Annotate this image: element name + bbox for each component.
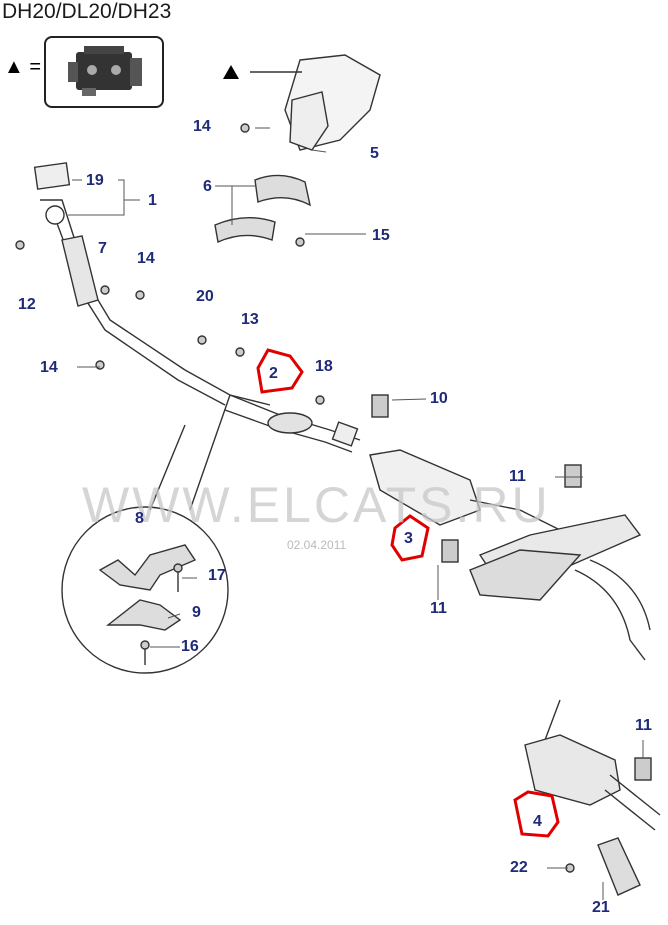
legend-triangle: ▲ (4, 56, 24, 78)
callout-14-top[interactable]: 14 (193, 118, 211, 135)
hanger-rubber (254, 174, 312, 207)
front-pipe (40, 199, 271, 406)
callout-21[interactable]: 21 (592, 899, 610, 916)
callout-9[interactable]: 9 (192, 604, 201, 621)
rear-silencer (524, 734, 621, 806)
mount-11a (564, 464, 582, 488)
highlight-2 (256, 348, 304, 394)
watermark-date: 02.04.2011 (287, 538, 347, 552)
highlight-3 (390, 514, 430, 562)
engine-icon (68, 46, 142, 96)
callout-10[interactable]: 10 (430, 390, 448, 407)
mount-10 (371, 394, 389, 418)
mount-11b (441, 539, 459, 563)
resonator (369, 449, 481, 526)
callout-7[interactable]: 7 (98, 240, 107, 257)
highlight-4 (513, 790, 560, 838)
callout-11-mid[interactable]: 11 (430, 600, 447, 617)
callout-18[interactable]: 18 (315, 358, 333, 375)
callout-12[interactable]: 12 (18, 296, 36, 313)
hanger-strap (214, 217, 276, 244)
callout-1[interactable]: 1 (148, 192, 157, 209)
callout-2[interactable]: 2 (269, 365, 278, 382)
triangle-marker (223, 65, 239, 79)
watermark-text: WWW.ELCATS.RU (82, 477, 551, 533)
callout-20[interactable]: 20 (196, 288, 214, 305)
legend-equals: ▲ = (4, 56, 41, 79)
callout-6[interactable]: 6 (203, 178, 212, 195)
mount-11c (634, 757, 652, 781)
callout-4[interactable]: 4 (533, 813, 542, 830)
clamp-strap (105, 599, 182, 631)
callout-19[interactable]: 19 (86, 172, 104, 189)
tailpipe-tip (597, 837, 641, 896)
model-title: DH20/DL20/DH23 (2, 0, 172, 23)
clamp-bracket (98, 544, 197, 591)
callout-15[interactable]: 15 (372, 227, 390, 244)
callout-22[interactable]: 22 (510, 859, 528, 876)
callout-5[interactable]: 5 (370, 145, 379, 162)
callout-8[interactable]: 8 (135, 510, 144, 527)
callout-11-upper[interactable]: 11 (509, 468, 526, 485)
callout-13[interactable]: 13 (241, 311, 259, 328)
callout-16[interactable]: 16 (181, 638, 199, 655)
callout-3[interactable]: 3 (404, 530, 413, 547)
callout-11-lower[interactable]: 11 (635, 717, 652, 734)
legend-equals-sign: = (29, 56, 42, 78)
legend-engine-box (44, 36, 164, 108)
callout-14-left[interactable]: 14 (40, 359, 58, 376)
callout-17[interactable]: 17 (208, 567, 226, 584)
callout-14-mid[interactable]: 14 (137, 250, 155, 267)
detail-circle (61, 506, 229, 674)
